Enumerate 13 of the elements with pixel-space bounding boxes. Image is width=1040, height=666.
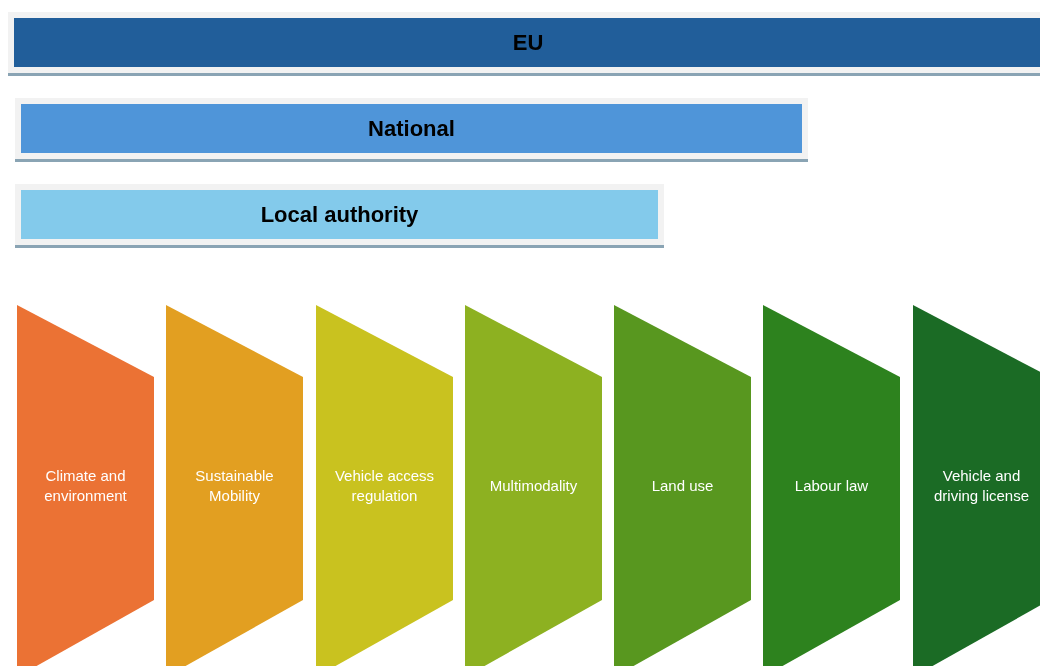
bar-label: National bbox=[368, 115, 455, 143]
level-bar bbox=[15, 184, 664, 245]
chevron-label: Vehicle and driving license bbox=[932, 466, 1030, 506]
chevron-label: Land use bbox=[651, 476, 714, 496]
chevron-label: Climate and environment bbox=[43, 466, 128, 506]
chevron-label: Labour law bbox=[794, 476, 869, 496]
chevron-label: Multimodality bbox=[489, 476, 578, 496]
chevron-label: Vehicle access regulation bbox=[333, 466, 436, 506]
chevron-label: Sustainable Mobility bbox=[194, 466, 275, 506]
level-bar bbox=[15, 98, 808, 159]
level-bar bbox=[8, 12, 1040, 73]
bar-label: EU bbox=[512, 29, 544, 57]
bar-label: Local authority bbox=[260, 201, 419, 229]
